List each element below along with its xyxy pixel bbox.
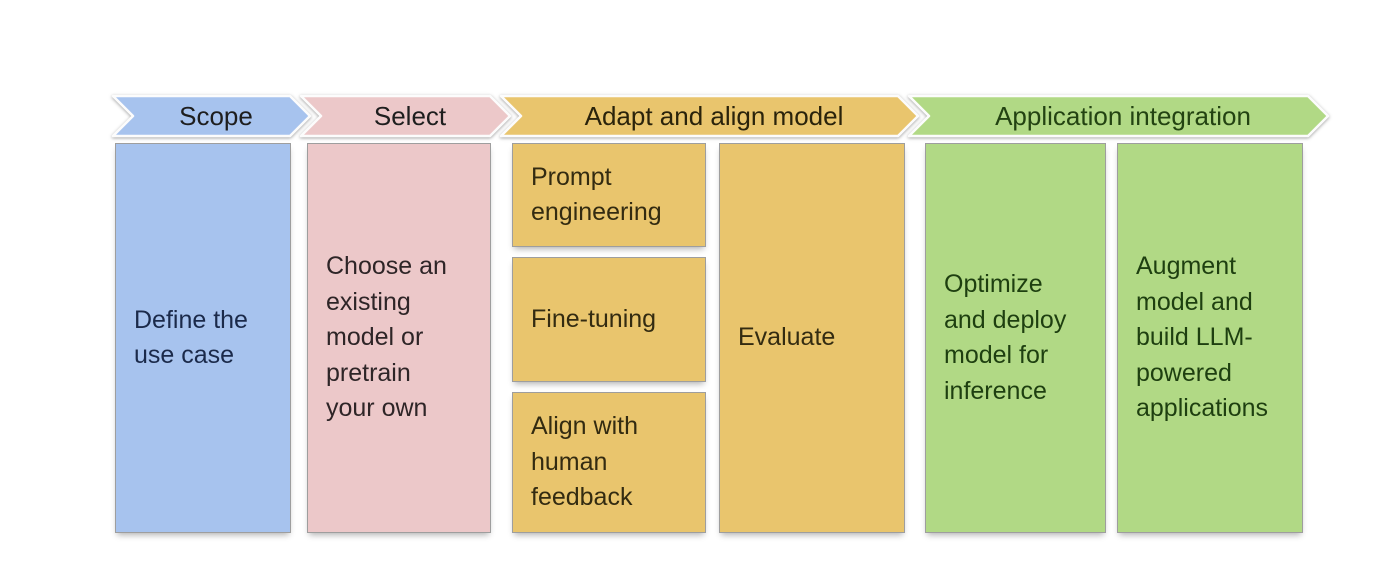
box-fine-tuning-text: Fine-tuning xyxy=(531,304,657,333)
box-evaluate-text: Evaluate xyxy=(738,323,836,352)
chevron-arrow-shape xyxy=(499,94,920,138)
chevron-arrow-shape xyxy=(111,94,312,138)
stage-label-select: Select xyxy=(373,101,447,131)
stage-header-application-integration: Application integration xyxy=(907,94,1330,138)
stage-header-scope: Scope xyxy=(111,94,312,138)
stage-label-scope: Scope xyxy=(179,101,253,131)
stage-label-adapt-and-align: Adapt and align model xyxy=(584,101,844,131)
stage-header-adapt-and-align: Adapt and align model xyxy=(499,94,920,138)
chevron-arrow-shape xyxy=(907,94,1330,138)
chevron-arrow-shape xyxy=(299,94,512,138)
stage-label-application-integration: Application integration xyxy=(995,101,1251,131)
box-evaluate: Evaluate xyxy=(719,143,905,533)
box-fine-tuning: Fine-tuning xyxy=(512,257,706,382)
stage-header-select: Select xyxy=(299,94,512,138)
